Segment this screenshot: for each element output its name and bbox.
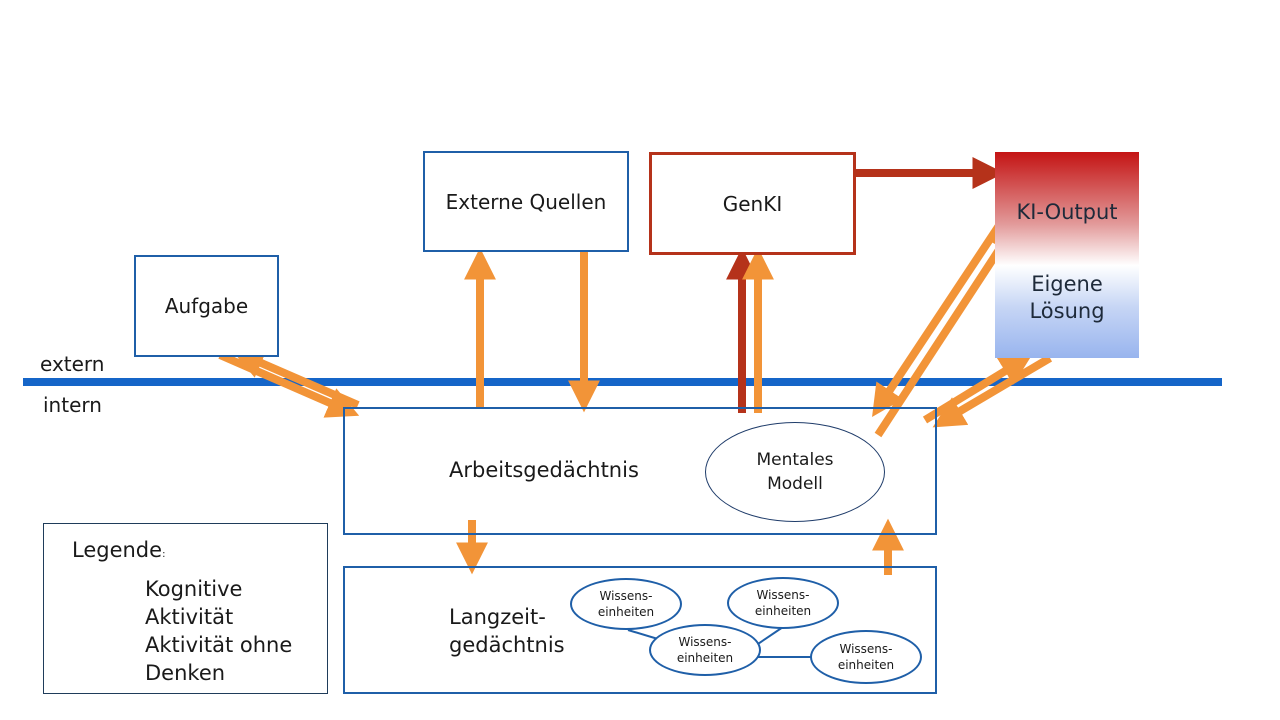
own-solution-label: Eigene Lösung — [1029, 271, 1104, 326]
long-term-memory-box — [343, 566, 937, 694]
knowledge-unit: Wissens- einheiten — [649, 624, 761, 676]
legend-item-line-1: Kognitive — [145, 577, 243, 601]
genai-label: GenKI — [722, 191, 783, 216]
external-sources-label: Externe Quellen — [445, 189, 607, 214]
legend-title-colon: : — [162, 549, 166, 560]
legend-title-text: Legende — [72, 538, 163, 562]
long-term-memory-label: Langzeit- gedächtnis — [449, 603, 565, 659]
ai-output-own-solution-box: KI-Output Eigene Lösung — [995, 152, 1139, 358]
working-memory-box — [343, 407, 937, 535]
knowledge-unit-line-2: einheiten — [597, 605, 655, 619]
mental-model-line-1: Mentales — [756, 450, 834, 470]
legend-item-line-2: Aktivität — [145, 605, 234, 629]
knowledge-link — [627, 629, 659, 640]
task-box: Aufgabe — [134, 255, 279, 357]
knowledge-unit-line-1: Wissens- — [678, 635, 732, 649]
knowledge-unit-line-1: Wissens- — [599, 589, 653, 603]
knowledge-unit-line-2: einheiten — [676, 651, 734, 665]
arrow-working-memory-to-ai-output — [874, 220, 1018, 438]
legend-title: Legende: — [72, 538, 165, 562]
knowledge-unit: Wissens- einheiten — [810, 630, 922, 684]
knowledge-unit-line-2: einheiten — [837, 658, 895, 672]
zone-label-intern: intern — [43, 393, 102, 417]
arrow-own-solution-to-working-memory — [932, 354, 1053, 428]
legend-item-no-thinking: Aktivität ohne Denken — [145, 631, 292, 687]
knowledge-unit-line-1: Wissens- — [756, 588, 810, 602]
knowledge-unit: Wissens- einheiten — [727, 577, 839, 629]
knowledge-unit-line-2: einheiten — [754, 604, 812, 618]
working-memory-label: Arbeitsgedächtnis — [449, 458, 639, 482]
long-term-memory-line-2: gedächtnis — [449, 633, 565, 657]
mental-model-ellipse: Mentales Modell — [705, 422, 885, 522]
own-solution-line-2: Lösung — [1029, 299, 1105, 324]
ai-output-label: KI-Output — [1016, 200, 1118, 225]
arrow-working-memory-to-task — [231, 348, 360, 409]
own-solution-line-1: Eigene — [1031, 272, 1103, 297]
long-term-memory-line-1: Langzeit- — [449, 605, 546, 629]
zone-label-extern: extern — [40, 352, 105, 376]
legend-item-line-1: Aktivität ohne — [145, 633, 293, 657]
mental-model-line-2: Modell — [767, 474, 823, 494]
legend-item-cognitive: Kognitive Aktivität — [145, 575, 242, 631]
knowledge-unit: Wissens- einheiten — [570, 578, 682, 630]
arrow-ai-output-to-working-memory — [872, 209, 1012, 418]
task-label: Aufgabe — [164, 294, 249, 318]
legend: Legende: Kognitive Aktivität Aktivität o… — [43, 523, 328, 694]
genai-box: GenKI — [649, 152, 856, 255]
arrow-working-memory-to-own-solution — [922, 354, 1033, 424]
legend-item-line-2: Denken — [145, 661, 226, 685]
knowledge-unit-line-1: Wissens- — [839, 642, 893, 656]
external-sources-box: Externe Quellen — [423, 151, 629, 252]
